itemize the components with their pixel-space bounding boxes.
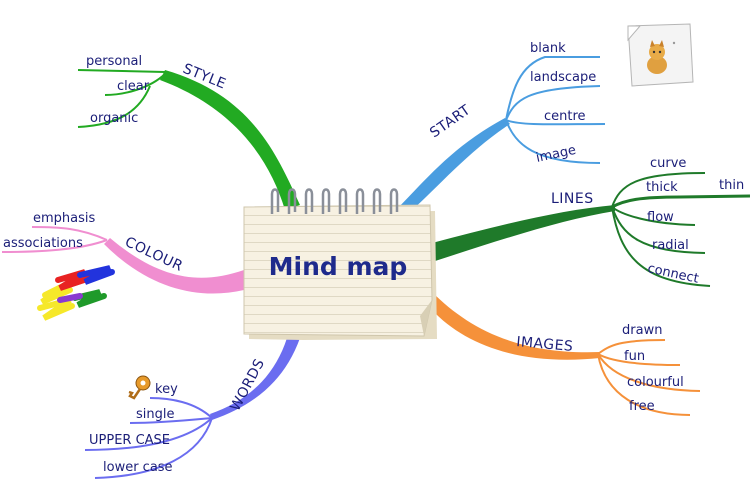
style-item-clear: clear <box>117 79 150 94</box>
branch-images-twig <box>597 339 666 355</box>
key-icon <box>128 375 151 400</box>
style-item-organic: organic <box>90 111 138 126</box>
words-item-upper-case: UPPER CASE <box>89 433 170 448</box>
branch-images: IMAGES drawn fun colourful free <box>432 292 701 416</box>
words-item-key: key <box>155 382 178 397</box>
images-item-drawn: drawn <box>622 323 662 338</box>
branch-colour: COLOUR emphasis associations <box>1 211 244 294</box>
branch-lines-twig <box>611 206 706 254</box>
branch-style-twig <box>104 73 166 96</box>
branch-words: WORDS key single UPPER CASE lower case <box>84 338 300 479</box>
branch-style: STYLE personal clear organic <box>77 54 300 210</box>
images-item-fun: fun <box>624 349 645 364</box>
branch-images-twig <box>597 353 701 392</box>
words-item-lower-case: lower case <box>103 460 173 475</box>
style-item-personal: personal <box>86 54 142 69</box>
colour-item-associations: associations <box>3 236 83 251</box>
branch-lines-trunk <box>432 205 615 262</box>
branch-words-twig <box>149 397 213 419</box>
branch-lines-label: LINES <box>551 191 594 207</box>
branch-style-twig <box>77 85 151 128</box>
branch-words-twig <box>129 417 213 424</box>
branch-lines-twig <box>611 206 711 287</box>
branch-images-twig <box>597 353 691 416</box>
start-item-landscape: landscape <box>530 70 596 85</box>
branch-words-trunk <box>210 338 300 420</box>
branch-lines-twig <box>611 194 750 209</box>
branch-lines: LINES curve thick thin flow radial conne… <box>432 156 750 287</box>
branch-start-twig <box>505 119 606 126</box>
branch-start: START blank landscape centre image <box>398 41 606 212</box>
branch-lines-twig <box>611 172 706 208</box>
branch-images-label: IMAGES <box>516 334 574 355</box>
branch-images-twig <box>597 353 681 366</box>
branch-colour-twig <box>1 239 108 253</box>
notepad-spiral <box>270 188 399 214</box>
branch-start-twig <box>505 56 600 121</box>
lines-item-radial: radial <box>652 238 689 253</box>
center-title: Mind map <box>269 252 408 281</box>
images-item-colourful: colourful <box>627 375 684 390</box>
lines-item-thick: thick <box>646 180 678 195</box>
branch-colour-trunk <box>104 238 244 294</box>
branch-words-twig <box>94 417 213 479</box>
words-item-single: single <box>136 407 175 422</box>
branch-start-trunk <box>398 118 510 212</box>
notepad-icon: Mind map <box>243 188 437 340</box>
start-item-blank: blank <box>530 41 566 56</box>
branch-start-label: START <box>427 102 474 141</box>
lines-item-thin: thin <box>719 178 744 193</box>
lines-item-curve: curve <box>650 156 686 171</box>
cat-sticker-icon <box>627 23 694 87</box>
colour-scribble-icon <box>37 265 115 321</box>
lines-item-connect: connect <box>646 261 700 286</box>
branch-style-twig <box>77 69 166 73</box>
branch-lines-twig <box>611 206 696 226</box>
branch-start-twig <box>505 119 601 164</box>
branch-images-trunk <box>432 292 600 360</box>
images-item-free: free <box>629 399 655 414</box>
branch-style-trunk <box>160 70 300 210</box>
start-item-centre: centre <box>544 109 586 124</box>
branch-colour-twig <box>31 226 108 241</box>
branch-words-twig <box>84 417 213 451</box>
branch-start-twig <box>505 85 601 121</box>
colour-item-emphasis: emphasis <box>33 211 96 226</box>
lines-item-flow: flow <box>647 210 674 225</box>
